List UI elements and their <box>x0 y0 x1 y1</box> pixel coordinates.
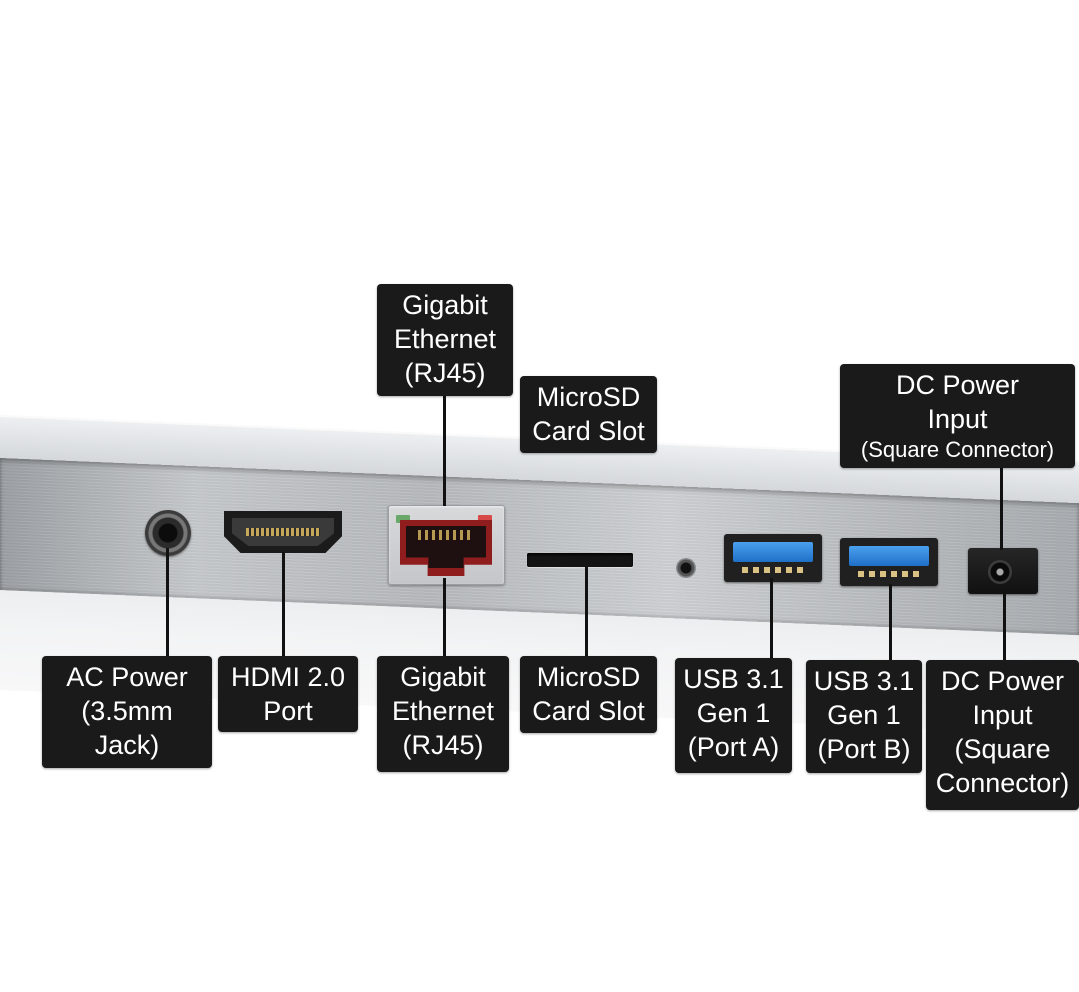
dc-power-jack-hole <box>988 560 1012 584</box>
label-ac-power: AC Power (3.5mm Jack) <box>42 656 212 768</box>
label-line: HDMI 2.0 <box>230 662 346 692</box>
leader-dc-bottom <box>1003 592 1006 662</box>
leader-usb-a <box>770 578 773 660</box>
leader-ethernet-top <box>443 396 446 506</box>
label-line: (Port A) <box>687 732 780 762</box>
label-line: Gigabit <box>402 290 488 320</box>
label-line: Gigabit <box>400 662 486 692</box>
label-line: Gen 1 <box>827 700 901 730</box>
leader-usb-b <box>889 584 892 662</box>
leader-hdmi <box>282 552 285 660</box>
ethernet-activity-led <box>478 515 492 523</box>
leader-dc-top <box>1000 466 1003 550</box>
label-gigabit-ethernet-bottom: Gigabit Ethernet (RJ45) <box>377 656 509 772</box>
label-line: MicroSD <box>536 382 641 412</box>
label-hdmi: HDMI 2.0 Port <box>218 656 358 732</box>
label-line: Ethernet <box>393 324 497 354</box>
label-line: Input <box>972 700 1033 730</box>
leader-ethernet-bottom <box>443 578 446 658</box>
label-gigabit-ethernet-top: Gigabit Ethernet (RJ45) <box>377 284 513 396</box>
label-line: MicroSD <box>536 662 641 692</box>
label-line: AC Power <box>66 662 188 692</box>
leader-ac-power <box>166 548 169 658</box>
label-line: Jack) <box>94 730 160 760</box>
hdmi-port-pins <box>246 528 320 536</box>
label-microsd-top: MicroSD Card Slot <box>520 376 657 453</box>
ethernet-port-pins <box>418 530 474 540</box>
label-line: Connector) <box>935 768 1070 798</box>
label-dc-power-bottom: DC Power Input (Square Connector) <box>926 660 1079 810</box>
label-line: Input <box>927 404 988 434</box>
label-line: Ethernet <box>391 696 495 726</box>
reset-pinhole <box>676 558 696 578</box>
label-line: DC Power <box>940 666 1065 696</box>
label-line: Card Slot <box>532 416 645 446</box>
label-line: (3.5mm <box>81 696 173 726</box>
usb-port-b-tongue <box>849 546 929 566</box>
label-line: Port <box>263 696 313 726</box>
label-usb-port-a: USB 3.1 Gen 1 (Port A) <box>675 658 792 773</box>
leader-microsd <box>585 567 588 657</box>
label-line: Card Slot <box>532 696 645 726</box>
ethernet-link-led <box>396 515 410 523</box>
label-microsd-bottom: MicroSD Card Slot <box>520 656 657 733</box>
label-line: (RJ45) <box>402 730 484 760</box>
label-usb-port-b: USB 3.1 Gen 1 (Port B) <box>806 660 922 773</box>
label-line: (Square Connector) <box>860 437 1055 462</box>
label-line: (Port B) <box>817 734 911 764</box>
label-line: USB 3.1 <box>683 664 784 694</box>
label-dc-power-top: DC Power Input (Square Connector) <box>840 364 1075 468</box>
microsd-slot <box>527 553 633 567</box>
label-line: DC Power <box>895 370 1020 400</box>
label-line: USB 3.1 <box>813 666 915 696</box>
usb-port-a-tongue <box>733 542 813 562</box>
label-line: (Square <box>954 734 1051 764</box>
usb-port-b-contacts <box>858 571 920 577</box>
usb-port-a-contacts <box>742 567 804 573</box>
label-line: (RJ45) <box>404 358 486 388</box>
label-line: Gen 1 <box>696 698 771 728</box>
